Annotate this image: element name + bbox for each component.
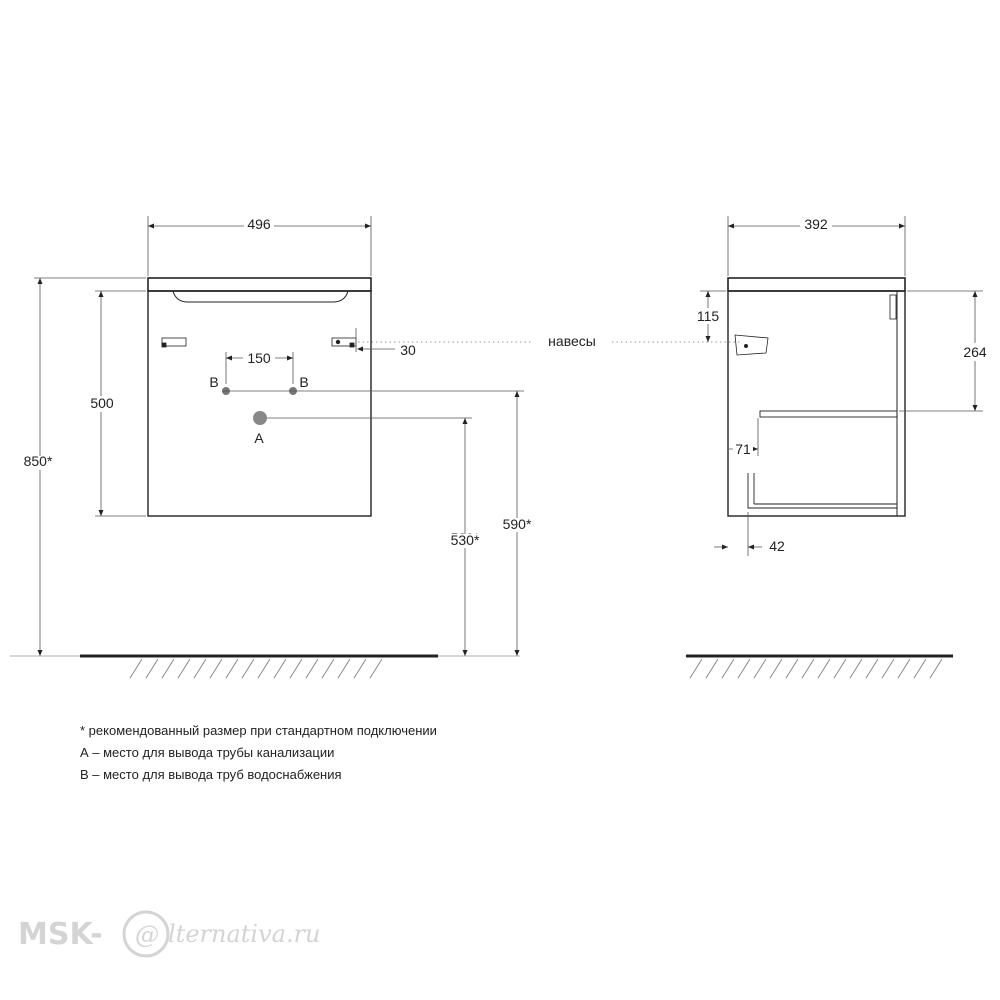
hinge-top-label: 115 — [697, 308, 720, 324]
pipe-spacing-text: 150 — [247, 350, 271, 366]
note-recommended: * рекомендованный размер при стандартном… — [80, 723, 437, 738]
floor-hatch-line — [369, 658, 383, 679]
total-height-text: 850* — [24, 453, 53, 469]
floor-hatch-line — [865, 658, 879, 679]
letter-b-right: B — [299, 374, 308, 390]
side-depth-label: 392 — [804, 216, 828, 232]
side-cabinet-body — [727, 290, 906, 517]
drain-label-bg — [443, 534, 487, 548]
side-dimensions — [700, 216, 983, 556]
water-height-text: 590* — [503, 516, 532, 532]
spacing-label-bg — [243, 350, 275, 366]
side-view — [727, 277, 906, 517]
water-label-bg — [496, 518, 540, 532]
floor-hatch-line — [705, 658, 719, 679]
floor-hatch-line — [721, 658, 735, 679]
side-countertop — [727, 277, 906, 292]
shelf-height-label: 264 — [963, 344, 987, 360]
side-hinge — [734, 334, 769, 356]
side-handle — [889, 294, 897, 320]
floor-hatch-line — [257, 658, 271, 679]
total-label-bg — [18, 456, 60, 470]
floor-hatch-line — [897, 658, 911, 679]
floor-hatch-line — [289, 658, 303, 679]
floor-hatch-line — [785, 658, 799, 679]
watermark-circle — [122, 910, 170, 958]
floor-hatch-line — [881, 658, 895, 679]
side-inner-bottom — [747, 473, 897, 509]
floor-hatch-line — [209, 658, 223, 679]
floor-hatch-line — [929, 658, 943, 679]
floor-hatch-line — [689, 658, 703, 679]
floor-hatch-line — [177, 658, 191, 679]
width-label-bg — [244, 216, 274, 234]
hinge-offset-label: 30 — [400, 342, 416, 358]
side-shelf — [759, 410, 898, 418]
drain-outlet-a — [253, 411, 267, 425]
drain-height-text: 530* — [451, 532, 480, 548]
right-hinge — [331, 337, 357, 348]
left-hinge — [161, 337, 187, 348]
front-height-text: 500 — [90, 395, 114, 411]
floor-hatch-line — [849, 658, 863, 679]
floor-hatch-line — [193, 658, 207, 679]
inner-offset-label: 71 — [735, 441, 751, 457]
front-view — [147, 277, 372, 517]
floor-hatch-line — [769, 658, 783, 679]
note-b: В – место для вывода труб водоснабжения — [80, 767, 342, 782]
floor-hatch-line — [241, 658, 255, 679]
floor-hatch-line — [801, 658, 815, 679]
letter-a: A — [254, 430, 264, 446]
hinges-label: навесы — [548, 333, 596, 349]
floor-hatch-line — [753, 658, 767, 679]
watermark-logo: MSK- @ lternativa.ru — [18, 910, 321, 958]
front-floor — [10, 654, 520, 679]
floor-hatch-line — [817, 658, 831, 679]
floor-hatch-line — [321, 658, 335, 679]
height-label-bg — [86, 396, 118, 412]
watermark-symbol: @ — [135, 921, 159, 949]
floor-hatch-line — [833, 658, 847, 679]
side-floor — [686, 654, 953, 679]
watermark-prefix: MSK- — [18, 917, 103, 952]
watermark-suffix: lternativa.ru — [168, 920, 321, 948]
front-dimensions — [34, 216, 524, 656]
front-countertop — [147, 277, 372, 292]
bottom-offset-label: 42 — [769, 538, 785, 554]
floor-hatch-line — [273, 658, 287, 679]
floor-hatch-line — [161, 658, 175, 679]
floor-hatch-line — [129, 658, 143, 679]
floor-hatch-line — [145, 658, 159, 679]
floor-hatch-line — [225, 658, 239, 679]
front-arrowheads — [37, 223, 520, 656]
floor-hatch-line — [353, 658, 367, 679]
floor-hatch-line — [337, 658, 351, 679]
floor-hatch-line — [913, 658, 927, 679]
side-arrowheads — [705, 223, 978, 550]
notes: * рекомендованный размер при стандартном… — [80, 720, 437, 786]
floor-hatch-line — [737, 658, 751, 679]
floor-hatch-line — [305, 658, 319, 679]
front-handle — [172, 290, 349, 303]
letter-b-left: B — [209, 374, 218, 390]
front-cabinet-body — [147, 290, 372, 517]
note-a: А – место для вывода трубы канализации — [80, 745, 335, 760]
front-width-text: 496 — [247, 216, 271, 232]
